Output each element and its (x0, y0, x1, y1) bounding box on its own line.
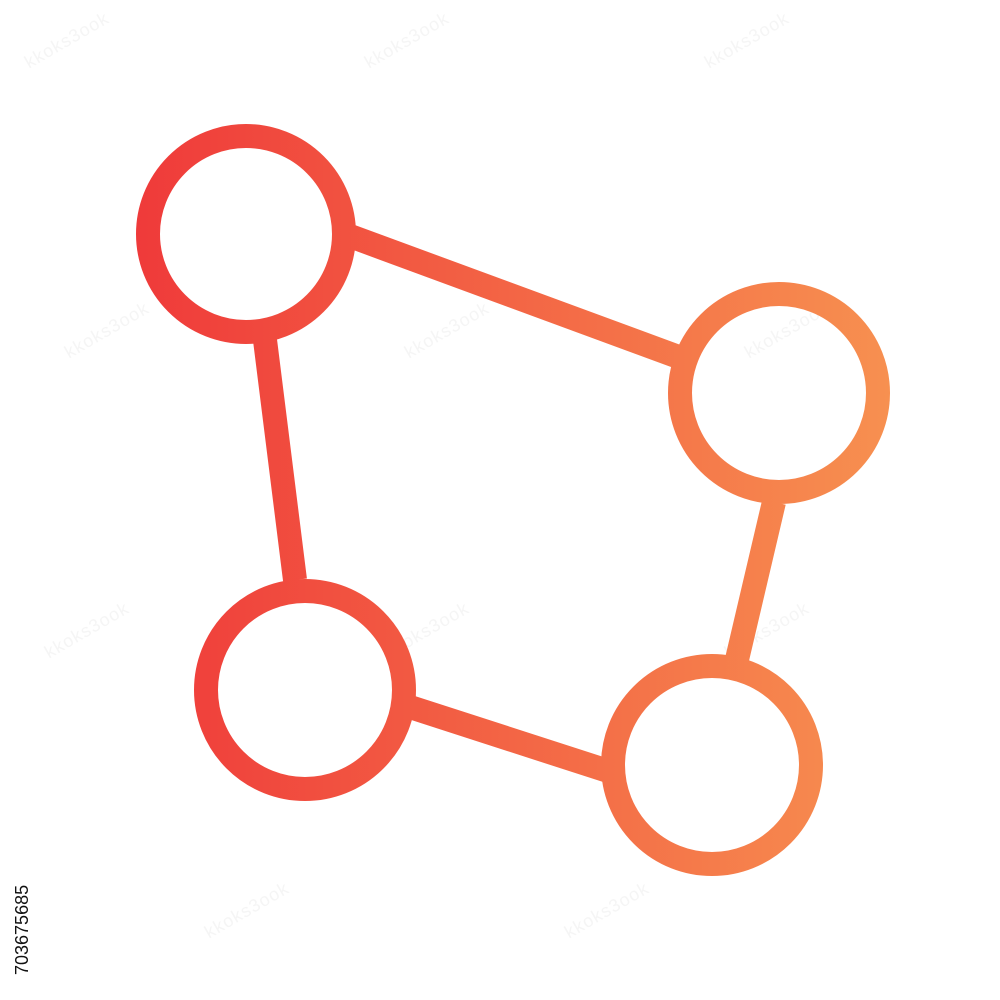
node-bottom-left (194, 579, 416, 801)
node-bottom-right (601, 654, 823, 876)
node-top-left (136, 124, 356, 344)
edge-left (253, 338, 307, 582)
edge-top (345, 224, 689, 371)
edge-right (723, 499, 786, 671)
edge-bottom (406, 695, 612, 783)
node-right (668, 282, 890, 504)
